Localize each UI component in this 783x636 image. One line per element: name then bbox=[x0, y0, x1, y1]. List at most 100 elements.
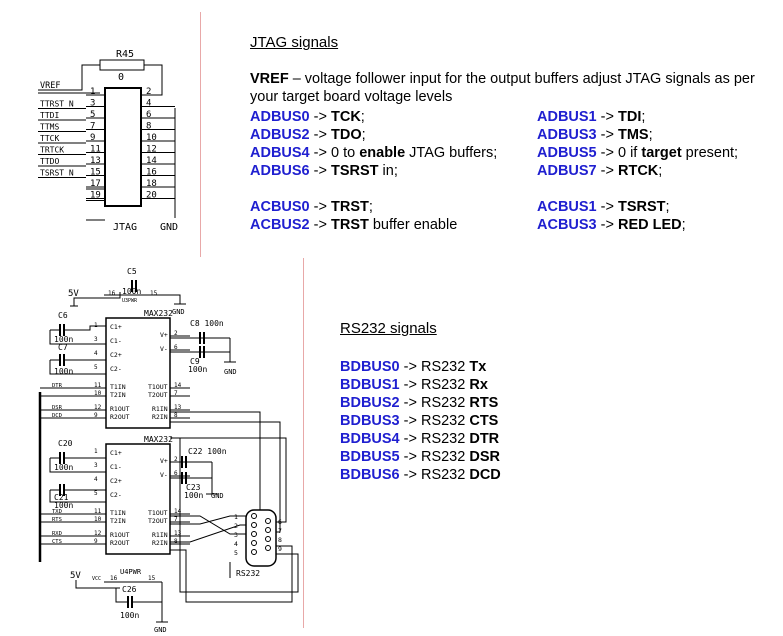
jtag-pin-left: 13 bbox=[90, 156, 101, 166]
signal-name: RTCK bbox=[617, 163, 659, 179]
bus-name: ADBUS3 bbox=[537, 127, 597, 143]
jtag-net-label: TTDO bbox=[40, 157, 59, 166]
ic-left-pin-name: R2OUT bbox=[110, 539, 130, 547]
ic-left-pin-number: 9 bbox=[94, 412, 98, 419]
signal-name: target bbox=[641, 145, 682, 161]
signal-arrow: -> bbox=[596, 199, 618, 215]
signal-arrow: -> RS232 bbox=[399, 467, 470, 483]
jtag-gnd-label: GND bbox=[160, 222, 178, 233]
gnd-label-top: GND bbox=[172, 308, 185, 316]
jtag-signal-right: ADBUS5 -> 0 if target present; bbox=[537, 144, 738, 162]
vertical-divider-top bbox=[200, 12, 201, 257]
vertical-divider-bottom bbox=[303, 258, 304, 628]
ic-left-pin-name: R1OUT bbox=[110, 531, 130, 539]
signal-arrow: -> RS232 bbox=[399, 431, 470, 447]
vref-description: – voltage follower input for the output … bbox=[250, 71, 755, 105]
resistor-r45 bbox=[99, 59, 145, 71]
rs232-heading: RS232 signals bbox=[340, 320, 437, 337]
db9-pin-left: 3 bbox=[234, 531, 238, 539]
c21-label: C21 bbox=[54, 493, 69, 502]
db9-pin-right: 8 bbox=[278, 536, 282, 544]
ic-left-pin-name: T1IN bbox=[110, 509, 126, 517]
pin15-top: 15 bbox=[150, 290, 158, 297]
db9-pin-left: 5 bbox=[234, 549, 238, 557]
signal-arrow: -> bbox=[596, 127, 618, 143]
ic-right-pin-number: 7 bbox=[174, 516, 178, 523]
ic-right-pin-name: V+ bbox=[160, 331, 168, 339]
signal-arrow: -> bbox=[596, 109, 618, 125]
db9-label: RS232 bbox=[236, 569, 260, 578]
db9-pin-left: 1 bbox=[234, 513, 238, 521]
gnd-label-u4: GND bbox=[211, 492, 224, 500]
jtag-signal-right: ADBUS7 -> RTCK; bbox=[537, 162, 662, 180]
r45-value: 0 bbox=[118, 72, 124, 83]
ic-right-pin-name: R2IN bbox=[152, 413, 168, 421]
ic-left-pin-name: C1+ bbox=[110, 449, 122, 457]
c20-label: C20 bbox=[58, 439, 73, 448]
vref-paragraph: VREF – voltage follower input for the ou… bbox=[250, 70, 770, 106]
jtag-net-label: TRTCK bbox=[40, 146, 64, 155]
signal-arrow: -> RS232 bbox=[399, 377, 470, 393]
ic-left-pin-name: C2+ bbox=[110, 477, 122, 485]
c8-label: C8 100n bbox=[190, 319, 224, 328]
signal-arrow: -> bbox=[596, 163, 618, 179]
max232-u4 bbox=[105, 443, 171, 555]
bus-name: BDBUS1 bbox=[340, 377, 400, 393]
u3pwr-label: U3PWR bbox=[122, 298, 138, 304]
signal-arrow: -> RS232 bbox=[399, 359, 470, 375]
ic-right-pin-number: 6 bbox=[174, 344, 178, 351]
ic-left-pin-name: T2IN bbox=[110, 391, 126, 399]
rs232-signal-row: BDBUS6 -> RS232 DCD bbox=[340, 466, 501, 484]
ic-left-pin-number: 4 bbox=[94, 476, 98, 483]
ic-right-pin-name: V- bbox=[160, 471, 168, 479]
ic-right-pin-number: 7 bbox=[174, 390, 178, 397]
ic-left-pin-number: 3 bbox=[94, 336, 98, 343]
ic-left-pin-name: C1- bbox=[110, 337, 122, 345]
signal-name: TRST bbox=[330, 199, 369, 215]
jtag-pin-left: 11 bbox=[90, 145, 101, 155]
u4-name: MAX232 bbox=[144, 435, 173, 444]
bus-name: ADBUS2 bbox=[250, 127, 310, 143]
signal-arrow: -> RS232 bbox=[399, 395, 470, 411]
ic-left-pin-number: 12 bbox=[94, 404, 102, 411]
signal-suffix: ; bbox=[641, 109, 646, 125]
bus-name: BDBUS5 bbox=[340, 449, 400, 465]
ic-right-pin-number: 13 bbox=[174, 404, 182, 411]
ic-right-pin-name: T2OUT bbox=[148, 517, 168, 525]
ic-left-pin-number: 5 bbox=[94, 364, 98, 371]
signal-name: Rx bbox=[469, 377, 488, 393]
signal-suffix: buffer enable bbox=[368, 217, 458, 233]
jtag-pin-left: 7 bbox=[90, 122, 95, 132]
net-label: DTR bbox=[52, 383, 63, 389]
jtag-signal-left: ADBUS4 -> 0 to enable JTAG buffers; bbox=[250, 144, 497, 162]
signal-suffix: JTAG buffers; bbox=[405, 145, 498, 161]
bus-name: BDBUS4 bbox=[340, 431, 400, 447]
rs232-signal-row: BDBUS2 -> RS232 RTS bbox=[340, 394, 498, 412]
pin16-bottom: 16 bbox=[110, 575, 118, 582]
ic-left-pin-name: C2- bbox=[110, 365, 122, 373]
ic-left-pin-number: 4 bbox=[94, 350, 98, 357]
ic-right-pin-name: T2OUT bbox=[148, 391, 168, 399]
ic-right-pin-number: 8 bbox=[174, 412, 178, 419]
ic-left-pin-name: C2+ bbox=[110, 351, 122, 359]
db9-pin-left: 4 bbox=[234, 540, 238, 548]
c9-value: 100n bbox=[188, 365, 207, 374]
signal-name: TDO bbox=[330, 127, 362, 143]
rs232-signal-row: BDBUS5 -> RS232 DSR bbox=[340, 448, 500, 466]
signal-arrow: -> bbox=[309, 109, 331, 125]
u3-name: MAX232 bbox=[144, 309, 173, 318]
signal-name: TMS bbox=[617, 127, 649, 143]
bus-name: BDBUS3 bbox=[340, 413, 400, 429]
jtag-pin-left: 19 bbox=[90, 191, 101, 201]
signal-name: TDI bbox=[617, 109, 642, 125]
ic-left-pin-number: 10 bbox=[94, 390, 102, 397]
rs232-signal-row: BDBUS4 -> RS232 DTR bbox=[340, 430, 499, 448]
jtag-signal-left: ACBUS0 -> TRST; bbox=[250, 198, 373, 216]
ic-right-pin-name: R2IN bbox=[152, 539, 168, 547]
ic-right-pin-number: 6 bbox=[174, 470, 178, 477]
jtag-signal-right: ACBUS1 -> TSRST; bbox=[537, 198, 670, 216]
signal-name: Tx bbox=[469, 359, 487, 375]
net-label: RTS bbox=[52, 517, 62, 523]
signal-name: TSRST bbox=[330, 163, 379, 179]
signal-arrow: -> bbox=[309, 163, 331, 179]
